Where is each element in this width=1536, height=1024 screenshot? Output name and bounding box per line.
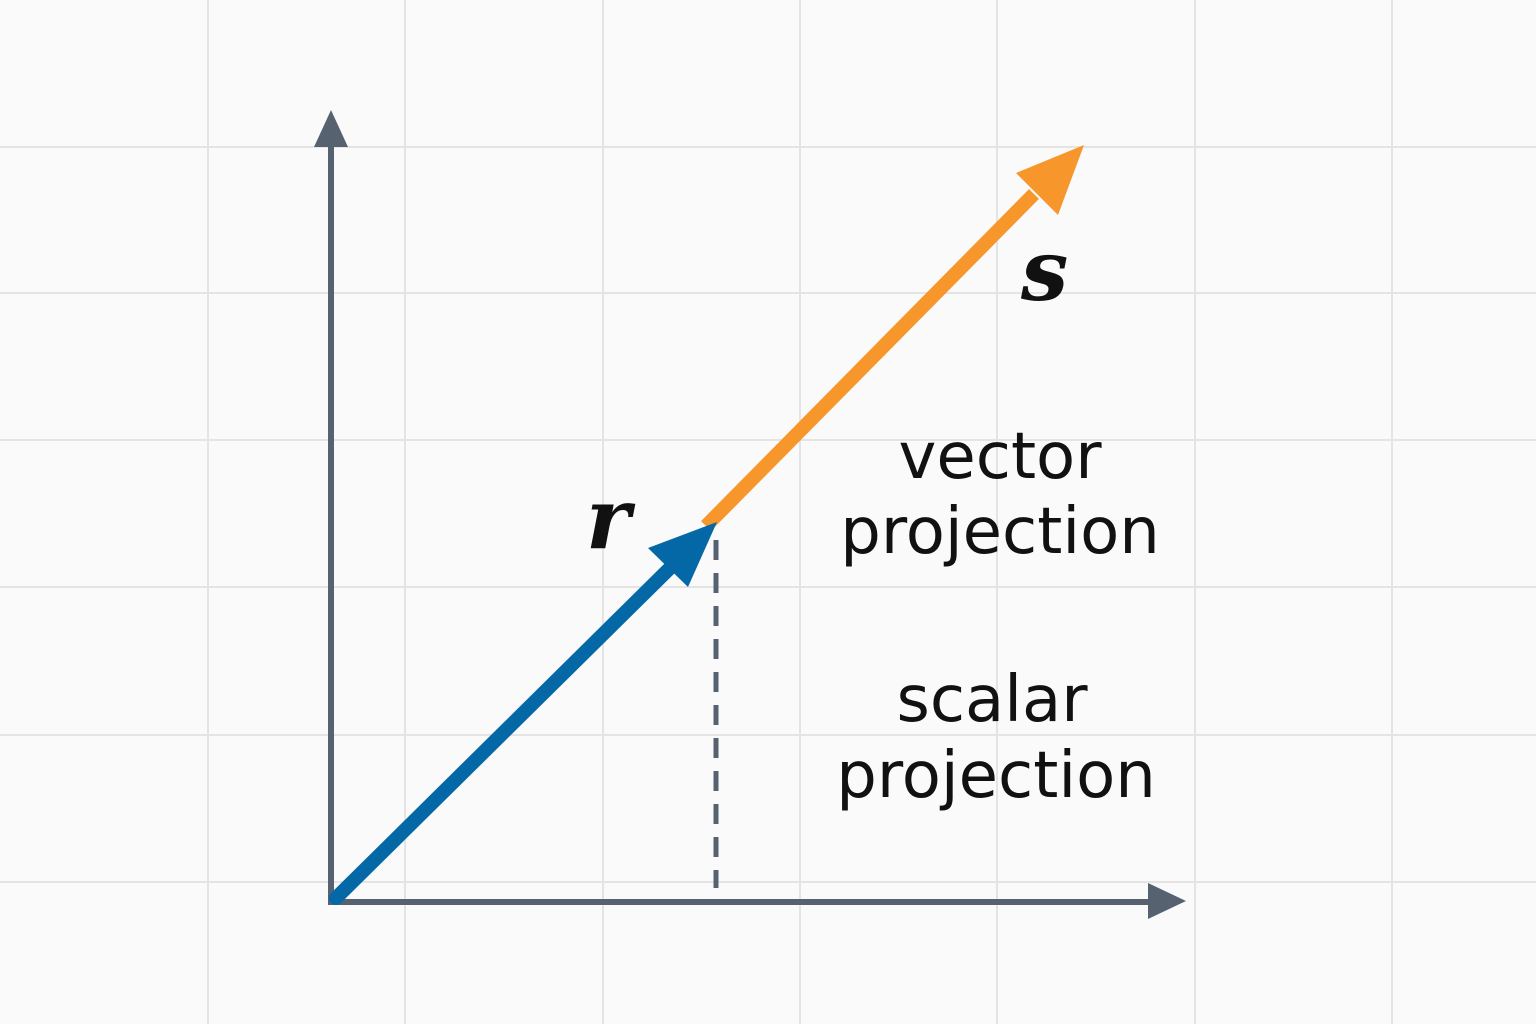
vector-s xyxy=(701,145,1084,531)
vector-s-shaft xyxy=(701,189,1039,531)
scalar-projection-label: scalar projection xyxy=(836,663,1156,813)
y-axis-arrowhead xyxy=(314,110,348,147)
scalar-projection-line1: scalar xyxy=(896,663,1088,737)
vector-projection-label: vector projection xyxy=(840,420,1160,569)
scalar-projection-line2: projection xyxy=(836,739,1156,813)
vector-r-arrowhead xyxy=(648,522,717,587)
vector-s-label: s xyxy=(1020,221,1068,320)
vector-r xyxy=(329,522,717,905)
vector-r-shaft xyxy=(329,559,679,905)
vector-r-label: r xyxy=(586,469,636,568)
x-axis-arrowhead xyxy=(1148,883,1186,919)
vector-projection-line1: vector xyxy=(899,420,1103,494)
axes xyxy=(314,110,1186,919)
vector-projection-line2: projection xyxy=(840,495,1160,569)
vector-s-arrowhead xyxy=(1016,145,1084,215)
